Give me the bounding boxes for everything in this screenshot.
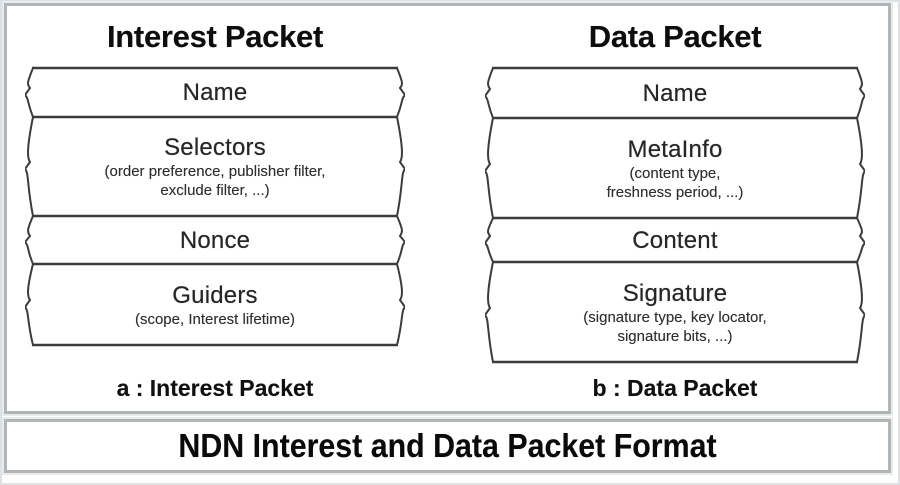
field-sublabel: signature bits, ...) xyxy=(617,327,733,345)
field-sublabel: (content type, xyxy=(629,164,721,182)
field-label: Content xyxy=(632,226,718,254)
field-sublabel: (order preference, publisher filter, xyxy=(104,163,326,180)
data-packet-caption: b : Data Packet xyxy=(592,375,758,401)
data-packet-box: Name MetaInfo (content type, freshness p… xyxy=(485,60,865,372)
torn-right-edge xyxy=(856,67,865,363)
field-label: MetaInfo xyxy=(627,135,723,163)
data-row-content: Content xyxy=(493,218,857,262)
row-separator-lines xyxy=(492,66,858,364)
row-separator-lines xyxy=(32,66,398,347)
data-row-signature: Signature (signature type, key locator, … xyxy=(493,262,857,362)
field-label: Guiders xyxy=(172,281,258,309)
interest-row-guiders: Guiders (scope, Interest lifetime) xyxy=(33,264,397,345)
torn-left-edge xyxy=(25,67,34,346)
interest-row-nonce: Nonce xyxy=(33,216,397,264)
field-label: Selectors xyxy=(164,134,266,161)
field-label: Name xyxy=(182,79,248,106)
interest-packet-box: Name Selectors (order preference, publis… xyxy=(25,60,405,360)
figure-title: NDN Interest and Data Packet Format xyxy=(178,427,717,464)
interest-row-selectors: Selectors (order preference, publisher f… xyxy=(33,117,397,216)
data-packet-outline xyxy=(485,66,865,364)
figure-title-band: NDN Interest and Data Packet Format xyxy=(4,419,891,473)
field-sublabel: (scope, Interest lifetime) xyxy=(134,310,296,328)
interest-row-name: Name xyxy=(33,68,397,117)
torn-left-edge xyxy=(485,67,494,363)
field-label: Name xyxy=(642,79,708,107)
torn-right-edge xyxy=(396,67,405,346)
interest-packet-title: Interest Packet xyxy=(106,19,324,54)
field-label: Signature xyxy=(622,279,728,307)
field-sublabel: freshness period, ...) xyxy=(606,183,744,201)
field-sublabel: (signature type, key locator, xyxy=(583,308,767,326)
field-sublabel: exclude filter, ...) xyxy=(160,182,270,199)
data-packet-title: Data Packet xyxy=(588,19,762,54)
data-row-metainfo: MetaInfo (content type, freshness period… xyxy=(493,118,857,218)
interest-packet-caption: a : Interest Packet xyxy=(116,375,314,401)
data-row-name: Name xyxy=(493,68,857,118)
interest-packet-outline xyxy=(25,66,405,347)
field-label: Nonce xyxy=(179,226,251,254)
